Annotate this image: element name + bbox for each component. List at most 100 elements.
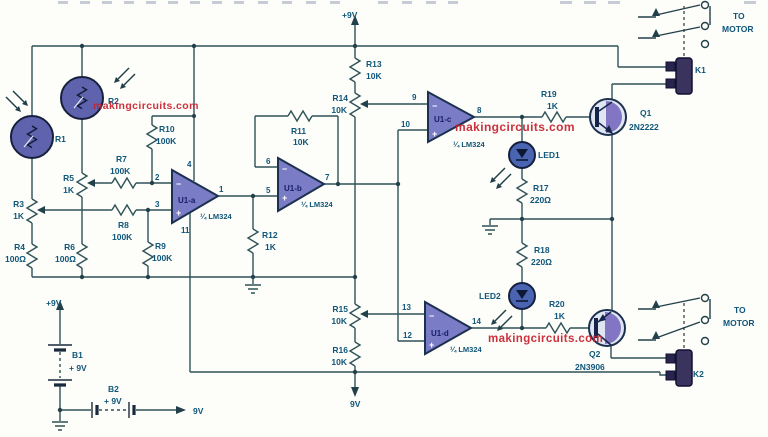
- b1-arrow-icon: [56, 300, 64, 310]
- U1c-plus: +: [432, 129, 437, 139]
- R19-value: 1K: [547, 101, 559, 111]
- R10-ref: R10: [159, 124, 175, 134]
- pot-R14-wiper-icon: [360, 100, 368, 108]
- K1-ref: K1: [695, 65, 706, 75]
- R11-value: 10K: [293, 137, 309, 147]
- U1d-pin14: 14: [472, 317, 481, 326]
- ground-icon: [481, 225, 499, 235]
- opamp-U1d: − + U1-d 13 12 14 ¼ LM324: [402, 300, 483, 356]
- R16-ref: R16: [332, 345, 348, 355]
- R12-value: 1K: [265, 242, 277, 252]
- watermark-3: makingcircuits.com: [488, 333, 603, 345]
- pot-wiper-arrows: [37, 100, 368, 318]
- R20-ref: R20: [549, 299, 565, 309]
- U1c-part: ¼ LM324: [453, 140, 486, 149]
- U1c-pin8: 8: [477, 106, 482, 115]
- U1c-minus: −: [432, 101, 437, 111]
- R3-ref: R3: [13, 199, 24, 209]
- K1-motor: MOTOR: [722, 24, 753, 34]
- R19-ref: R19: [541, 89, 557, 99]
- R14-value: 10K: [331, 105, 347, 115]
- R12-ref: R12: [262, 230, 278, 240]
- R6-ref: R6: [64, 242, 75, 252]
- wires: [31, 24, 666, 421]
- R15-ref: R15: [332, 304, 348, 314]
- U1d-part: ¼ LM324: [450, 345, 483, 354]
- R16-value: 10K: [331, 357, 347, 367]
- K2-ref: K2: [693, 369, 704, 379]
- U1b-part: ¼ LM324: [301, 200, 334, 209]
- transistor-Q1: Q1 2N2222: [589, 98, 659, 136]
- R4-ref: R4: [14, 242, 25, 252]
- ground-icon: [51, 421, 69, 431]
- R11-ref: R11: [291, 126, 306, 136]
- ldr-arrow-icon: [73, 96, 84, 109]
- U1a-minus: −: [176, 179, 181, 189]
- emission-arrows-icon: [494, 309, 513, 328]
- relay-contacts-icon: [638, 297, 701, 341]
- pot-R3-wiper-icon: [37, 206, 45, 214]
- K2-motor: MOTOR: [723, 318, 754, 328]
- U1c-pin10: 10: [401, 120, 410, 129]
- Q1-ref: Q1: [640, 108, 652, 118]
- U1d-plus: +: [429, 340, 434, 350]
- R9-value: 100K: [152, 253, 173, 263]
- B2-value: + 9V: [104, 396, 122, 406]
- power-arrows: [56, 15, 359, 414]
- R18-ref: R18: [534, 245, 550, 255]
- R4-value: 100Ω: [5, 254, 26, 264]
- R17-value: 220Ω: [530, 195, 551, 205]
- B1-ref: B1: [72, 350, 83, 360]
- photocell-R1: R1: [5, 90, 66, 159]
- opamp-U1a: − + U1-a 2 3 4 11 1 ¼ LM324: [155, 160, 233, 235]
- relay-K1: K1 TO MOTOR: [638, 0, 753, 95]
- emission-arrows-icon: [493, 167, 512, 186]
- battery-B2: B2 + 9V 9V: [91, 384, 204, 418]
- ground-symbols: [51, 225, 499, 431]
- b2-arrow-icon: [176, 406, 186, 414]
- R8-ref: R8: [118, 220, 129, 230]
- U1b-pin5: 5: [266, 186, 271, 195]
- light-arrows-icon: [5, 90, 25, 109]
- watermark-2: makingcircuits.com: [455, 120, 575, 134]
- U1c-pin9: 9: [412, 93, 417, 102]
- K1-to: TO: [733, 11, 745, 21]
- photocell-R1-label: R1: [55, 134, 66, 144]
- relay-K2: K2 TO MOTOR: [638, 293, 754, 387]
- B1-value: + 9V: [69, 363, 87, 373]
- R15-value: 10K: [331, 316, 347, 326]
- U1a-ref: U1-a: [178, 196, 196, 205]
- U1d-pin12: 12: [403, 331, 412, 340]
- Q2-ref: Q2: [589, 349, 601, 359]
- U1a-pin3: 3: [155, 200, 160, 209]
- scan-artifacts: [58, 1, 756, 4]
- battery-B1: +9V B1 + 9V: [46, 298, 87, 387]
- pnp-emitter-arrow-icon: [598, 314, 606, 322]
- R18-value: 220Ω: [531, 257, 552, 267]
- U1b-ref: U1-b: [284, 184, 302, 193]
- R5-value: 1K: [63, 185, 75, 195]
- R3-value: 1K: [13, 211, 25, 221]
- R9-ref: R9: [155, 241, 166, 251]
- R8-value: 100K: [112, 232, 133, 242]
- ldr-arrow-icon: [23, 135, 34, 148]
- U1a-pin1: 1: [219, 185, 224, 194]
- transistor-Q2: Q2 2N3906: [575, 309, 626, 372]
- LED2-label: LED2: [479, 291, 501, 301]
- npn-emitter-arrow-icon: [605, 125, 613, 134]
- pot-R15-wiper-icon: [360, 310, 368, 318]
- resistor-labels: R3 1K R4 100Ω R5 1K R6 100Ω R7 100K R8 1…: [5, 59, 566, 367]
- B2-out-label: 9V: [193, 406, 204, 416]
- U1d-minus: −: [429, 311, 434, 321]
- pot-R5-wiper-icon: [87, 179, 95, 187]
- ground-icon: [244, 277, 262, 294]
- U1a-part: ¼ LM324: [200, 212, 233, 221]
- R7-ref: R7: [116, 154, 127, 164]
- R14-ref: R14: [332, 93, 348, 103]
- U1a-pin11: 11: [181, 226, 190, 235]
- U1d-pin13: 13: [402, 303, 411, 312]
- U1a-pin4: 4: [187, 160, 192, 169]
- photocell-R2-label: R2: [108, 96, 119, 106]
- Q2-part: 2N3906: [575, 362, 605, 372]
